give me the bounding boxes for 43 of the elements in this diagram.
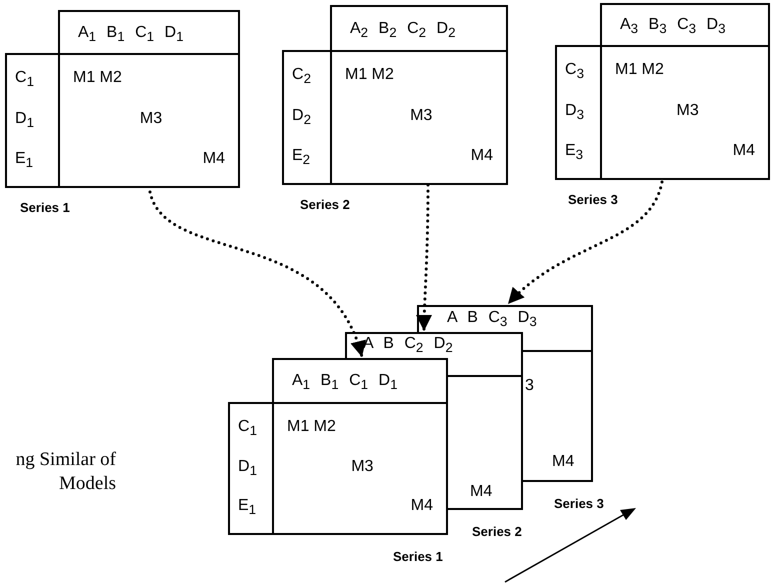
matrix-entry: M4 [470,146,493,166]
matrix-entry: M3 [140,108,162,128]
series-caption: Series 3 [554,496,604,511]
matrix-entry: 3 [525,376,534,396]
row-label: C$_{3}$ [565,60,584,84]
row-label: E$_{3}$ [565,141,584,164]
dotted-arrow [148,190,364,358]
row-label: E$_{1}$ [238,496,256,520]
matrix-entry: M3 [676,100,699,120]
row-label: D$_{1}$ [15,108,34,132]
row-label: E$_{1}$ [15,149,34,172]
column-header: A$_{3}$ B$_{3}$ C$_{3}$ D$_{3}$ [620,15,726,38]
matrix-entry: M3 [410,106,432,126]
matrix-entry: M1 M2 [287,416,336,437]
row-label: D$_{3}$ [565,100,584,124]
matrix-entry: M1 M2 [345,65,394,85]
cropped-caption: ng Similar of Models [14,448,116,496]
row-label: C$_{1}$ [15,68,34,92]
column-header: A$_{1}$ B$_{1}$ C$_{1}$ D$_{1}$ [78,22,184,46]
matrix-entry: M4 [732,141,755,161]
series-caption: Series 3 [568,192,618,207]
column-header: A B C$_{3}$ D$_{3}$ [447,308,537,332]
series-caption: Series 1 [20,200,70,215]
row-label: D$_{2}$ [292,106,311,129]
matrix-entry: M4 [552,452,574,472]
series-caption: Series 2 [472,524,522,539]
series-caption: Series 2 [300,197,350,212]
row-label: E$_{2}$ [292,146,310,170]
column-header: A$_{1}$ B$_{1}$ C$_{1}$ D$_{1}$ [292,371,398,394]
matrix-entry: M3 [351,456,374,476]
column-header: A$_{2}$ B$_{2}$ C$_{2}$ D$_{2}$ [350,18,456,42]
matrix-entry: M4 [470,482,492,502]
matrix-entry: M1 M2 [615,60,664,80]
series-caption: Series 1 [393,549,443,564]
matrix-entry: M1 M2 [73,68,122,88]
column-header: A B C$_{2}$ D$_{2}$ [363,334,453,358]
dotted-arrow [416,184,432,332]
row-label: D$_{1}$ [238,456,257,480]
matrix-entry: M4 [410,496,433,516]
row-label: C$_{2}$ [292,65,311,88]
matrix-entry: M4 [202,149,225,169]
dotted-arrow [506,180,664,306]
row-label: C$_{1}$ [238,416,257,440]
